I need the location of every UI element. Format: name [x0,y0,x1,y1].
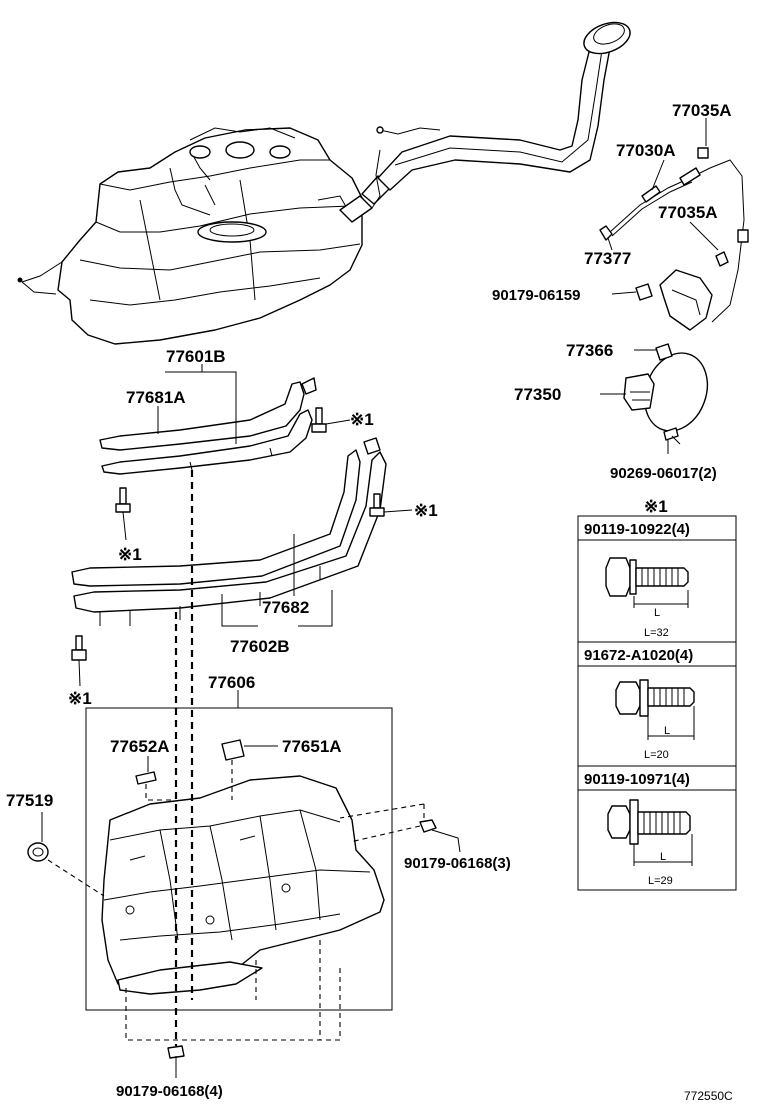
bolt-drawing [605,557,689,608]
fuel-tank-band-lower [71,437,387,626]
bolt-dim-label: L [654,607,660,619]
label-77606: 77606 [208,673,255,692]
figure-code: 772550C [684,1089,733,1103]
assembly-guide-lines [47,470,425,1046]
bolt-lower-left [71,635,87,687]
nut-90179-06168-bottom [167,1045,185,1059]
leader-lines [41,118,719,1078]
bolt-table-row: 91672-A1020(4) L L=20 [584,647,695,761]
label-90179-06159: 90179-06159 [492,287,580,304]
bolt-table-row: 90119-10971(4) L L=29 [584,771,693,887]
fuel-tank [17,127,393,345]
label-77651A: 77651A [282,737,342,756]
label-90179-06168-4: 90179-06168(4) [116,1083,223,1100]
protector-cushion-small [135,771,157,785]
fuel-tank-band-upper [99,377,317,475]
label-77350: 77350 [514,385,561,404]
bolt-part-number: 91672-A1020(4) [584,647,693,664]
protector-cushion-large [221,739,245,761]
note-mark-upper-right: ※1 [350,410,374,429]
bolt-length: L=20 [644,749,669,761]
note-mark-right: ※1 [414,501,438,520]
label-90269-06017: 90269-06017(2) [610,465,717,482]
label-77366: 77366 [566,341,613,360]
bolt-drawing [615,679,695,740]
label-77682: 77682 [262,598,309,617]
table-note-mark: ※1 [644,497,668,516]
note-mark-lower-left: ※1 [68,689,92,708]
grommet-77519 [27,842,49,862]
nut-90179-06168-right [419,819,437,833]
bolt-part-number: 90119-10971(4) [584,771,690,788]
bolt-dim-label: L [664,725,670,737]
bolt-upper-right [311,407,351,433]
label-77377: 77377 [584,249,631,268]
label-77035A-top: 77035A [672,101,732,120]
fuel-tank-protector [101,775,385,995]
label-77681A: 77681A [126,388,186,407]
protector-group-frame [85,707,393,1011]
bolt-drawing [607,799,693,866]
bolt-part-number: 90119-10922(4) [584,521,690,538]
bolt-spec-table: ※1 90119-10922(4) L L=32 91672-A1020(4) [577,497,737,891]
bolt-length: L=29 [648,875,673,887]
bolt-table-row: 90119-10922(4) L L=32 [584,521,690,639]
label-77030A: 77030A [616,141,676,160]
label-77602B: 77602B [230,637,290,656]
bolt-left [115,487,131,541]
bolt-dim-label: L [660,851,666,863]
label-77652A: 77652A [110,737,170,756]
fuel-lid [623,343,709,445]
bolt-right [369,493,413,517]
part-number-labels: 77035A 77030A 77035A 77377 90179-06159 7… [6,101,732,1100]
label-77035A-mid: 77035A [658,203,718,222]
label-77519: 77519 [6,791,53,810]
filler-pipe [371,21,631,209]
label-90179-06168-3: 90179-06168(3) [404,855,511,872]
bolt-length: L=32 [644,627,669,639]
lid-opener-cable [599,147,749,331]
label-77601B: 77601B [166,347,226,366]
note-mark-left: ※1 [118,545,142,564]
